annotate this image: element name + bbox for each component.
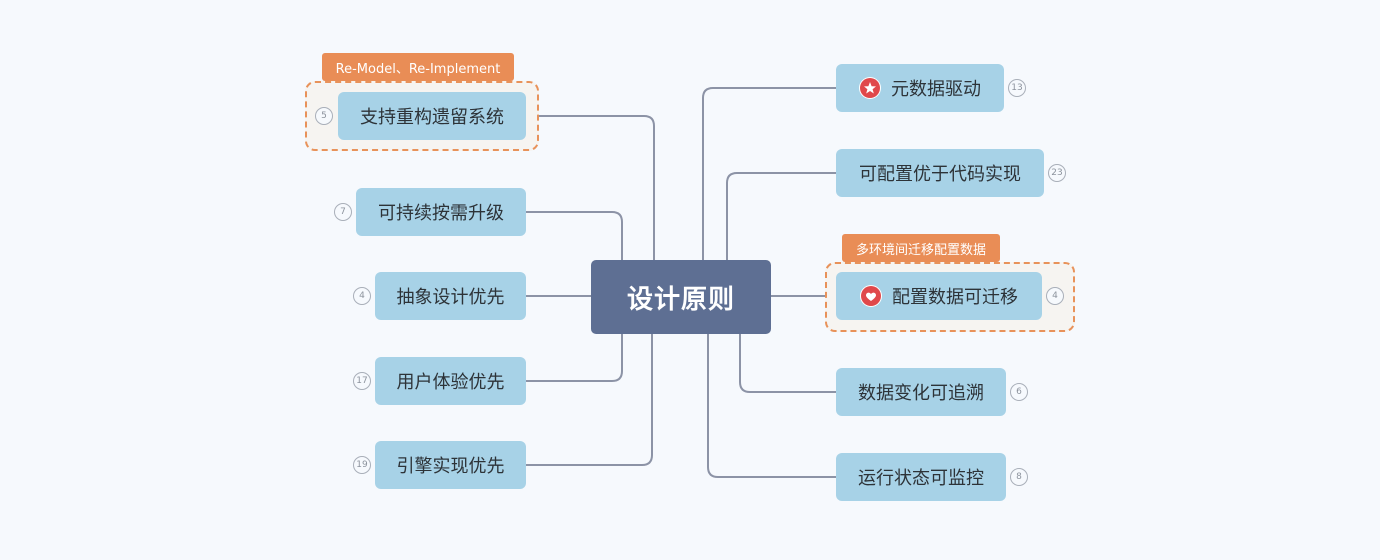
heart-icon (860, 285, 882, 307)
child-count-badge[interactable]: 5 (315, 107, 333, 125)
topic-data-traceable[interactable]: 数据变化可追溯 (836, 368, 1006, 416)
connector-right-4 (739, 332, 836, 393)
topic-label: 可持续按需升级 (378, 203, 504, 224)
topic-label: 配置数据可迁移 (892, 287, 1018, 308)
topic-label: 可配置优于代码实现 (859, 164, 1021, 185)
child-count-badge[interactable]: 19 (353, 456, 371, 474)
child-count-badge[interactable]: 7 (334, 203, 352, 221)
topic-user-experience[interactable]: 用户体验优先 (375, 357, 526, 405)
topic-label: 用户体验优先 (396, 372, 505, 393)
topic-label: 支持重构遗留系统 (360, 107, 504, 128)
topic-engine-implementation[interactable]: 引擎实现优先 (375, 441, 526, 489)
topic-label: 引擎实现优先 (396, 456, 505, 477)
topic-abstract-design[interactable]: 抽象设计优先 (375, 272, 526, 320)
central-topic-label: 设计原则 (626, 284, 735, 315)
child-count-badge[interactable]: 13 (1008, 79, 1026, 97)
child-count-badge[interactable]: 8 (1010, 468, 1028, 486)
label-tag-remodel: Re-Model、Re-Implement (322, 53, 514, 81)
topic-label: 抽象设计优先 (396, 287, 505, 308)
connector-left-1 (537, 115, 655, 262)
child-count-badge[interactable]: 4 (353, 287, 371, 305)
topic-label: 元数据驱动 (891, 79, 981, 100)
connector-left-2 (526, 211, 623, 262)
topic-runtime-monitorable[interactable]: 运行状态可监控 (836, 453, 1006, 501)
topic-config-over-code[interactable]: 可配置优于代码实现 (836, 149, 1044, 197)
topic-config-migratable[interactable]: 配置数据可迁移 (836, 272, 1042, 320)
topic-label: 运行状态可监控 (858, 468, 984, 489)
connector-right-1 (702, 87, 836, 262)
central-topic[interactable]: 设计原则 (591, 260, 771, 334)
connector-left-4 (526, 332, 623, 382)
topic-sustainable-upgrade[interactable]: 可持续按需升级 (356, 188, 526, 236)
child-count-badge[interactable]: 4 (1046, 287, 1064, 305)
child-count-badge[interactable]: 23 (1048, 164, 1066, 182)
child-count-badge[interactable]: 17 (353, 372, 371, 390)
connector-left-5 (526, 332, 653, 466)
child-count-badge[interactable]: 6 (1010, 383, 1028, 401)
topic-metadata-driven[interactable]: 元数据驱动 (836, 64, 1004, 112)
connector-right-2 (726, 172, 836, 262)
connector-right-5 (707, 332, 836, 478)
topic-refactor-legacy[interactable]: 支持重构遗留系统 (338, 92, 526, 140)
topic-label: 数据变化可追溯 (858, 383, 984, 404)
star-icon (859, 77, 881, 99)
label-tag-migration: 多环境间迁移配置数据 (842, 234, 1000, 262)
